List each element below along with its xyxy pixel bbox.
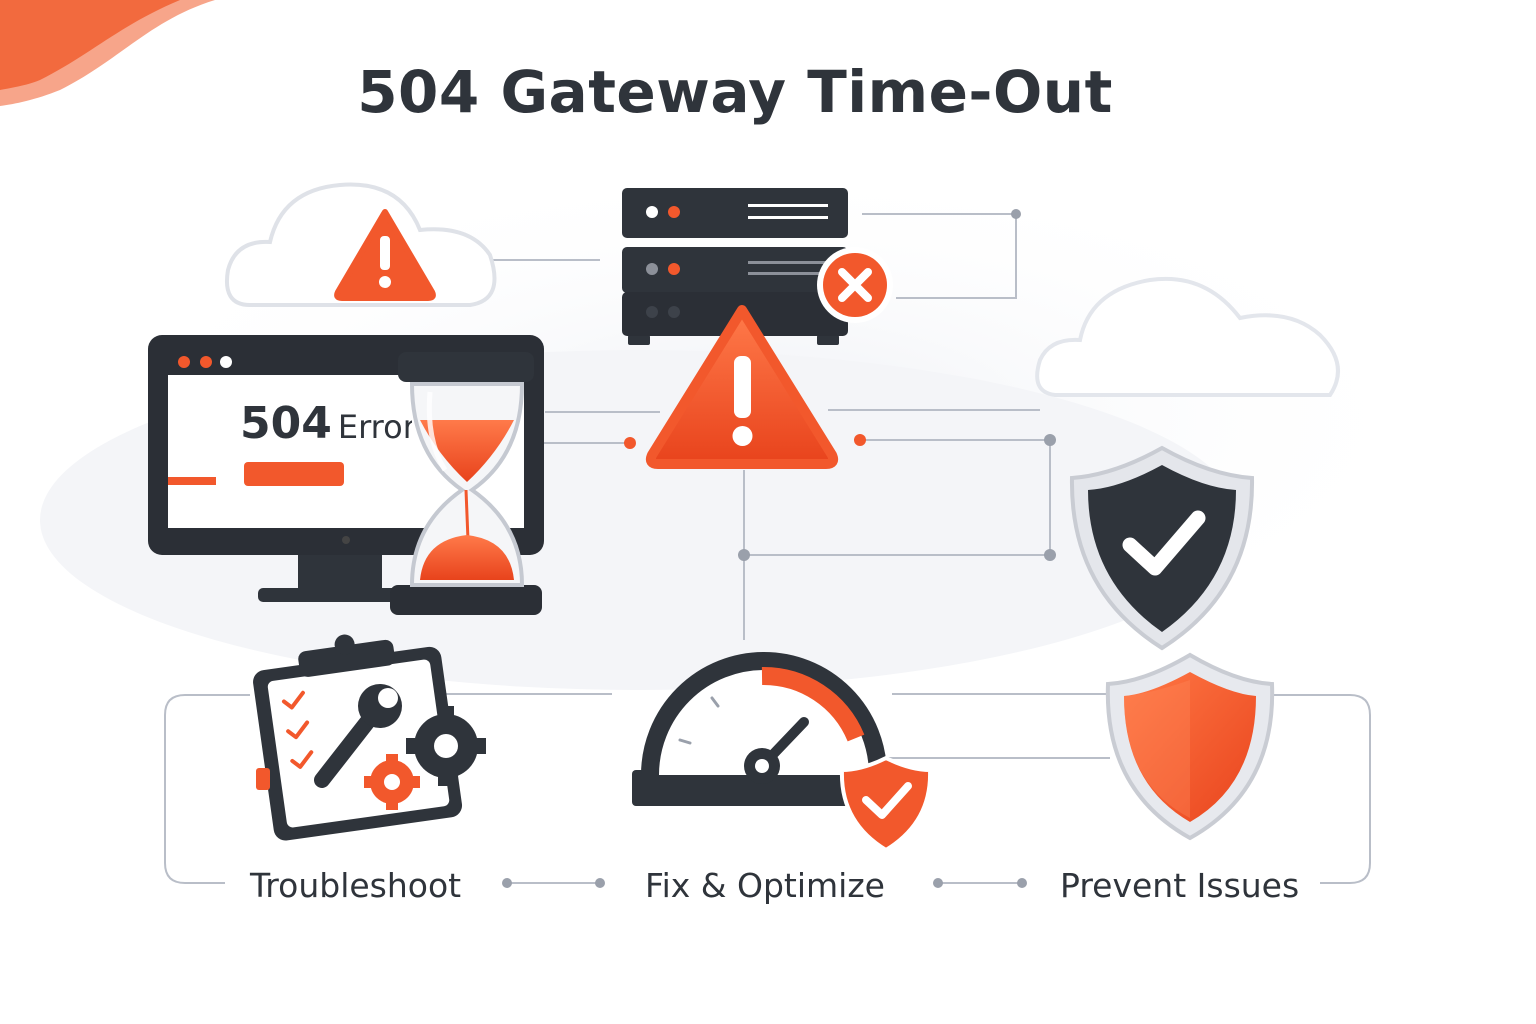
- connector-dots: [502, 209, 1056, 888]
- hourglass-icon: [390, 352, 542, 615]
- page-title: 504 Gateway Time-Out: [357, 58, 1113, 126]
- step-fix-optimize-label: Fix & Optimize: [645, 866, 885, 905]
- shield-check-icon: [1069, 445, 1255, 651]
- server-icon: [622, 188, 848, 345]
- shield-icon: [1105, 652, 1275, 841]
- speedometer-icon: [632, 652, 892, 806]
- cloud-icon: [1035, 276, 1340, 397]
- wrench-icon: [314, 684, 402, 788]
- warning-icon: [645, 305, 839, 469]
- shield-check-icon: [839, 755, 933, 853]
- gear-icon: [406, 706, 486, 786]
- step-troubleshoot-label: Troubleshoot: [250, 866, 462, 905]
- cloud-icon: [225, 182, 497, 307]
- warning-icon: [334, 209, 436, 301]
- close-icon: [817, 247, 893, 323]
- error-code: 504: [240, 398, 332, 449]
- gear-icon: [364, 754, 420, 810]
- step-prevent-issues-label: Prevent Issues: [1060, 866, 1300, 905]
- error-word: Error: [337, 408, 412, 446]
